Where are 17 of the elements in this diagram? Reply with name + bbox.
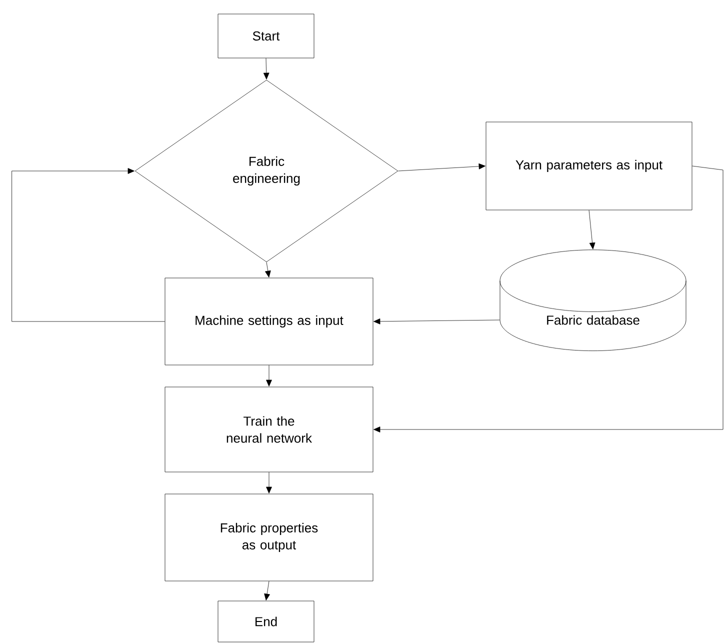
process-box: Start (218, 14, 314, 58)
arrow (12, 168, 165, 322)
arrow (265, 262, 271, 278)
arrow (263, 58, 270, 80)
arrow (374, 166, 724, 432)
arrow (266, 472, 272, 494)
database-cylinder: Fabric database (500, 250, 686, 351)
arrow (264, 580, 270, 600)
arrow (588, 210, 596, 250)
arrow (398, 163, 486, 172)
process-box: End (218, 600, 314, 642)
arrow (374, 318, 500, 324)
arrow (266, 365, 272, 386)
process-box: Machine settings as input (164, 278, 374, 366)
process-box: Yarn parameters as input (486, 122, 692, 210)
process-box: Train the neural network (164, 386, 374, 472)
process-box: Fabric properties as output (164, 494, 374, 582)
